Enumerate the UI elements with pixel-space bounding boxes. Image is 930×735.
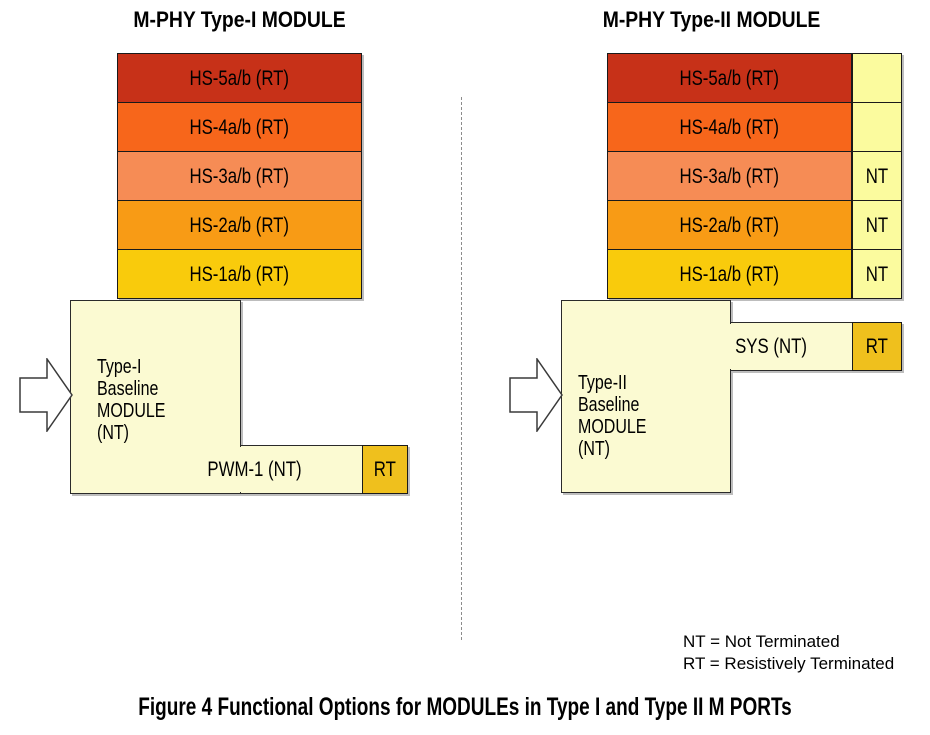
hs-bar: HS-1a/b (RT) [117, 249, 362, 299]
hs-bar-label: HS-3a/b (RT) [189, 164, 290, 188]
nt-box: NT [852, 200, 902, 250]
nt-column-type-ii: NT NT NT [852, 53, 902, 299]
nt-box-label: NT [865, 164, 889, 188]
hs-bar-stack-type-ii: HS-5a/b (RT) HS-4a/b (RT) HS-3a/b (RT) H… [607, 53, 852, 299]
baseline-label-line: (NT) [97, 422, 129, 444]
pwm-1-label: PWM-1 (NT) [207, 458, 302, 481]
nt-box-label: NT [865, 262, 889, 286]
hs-bar-label: HS-5a/b (RT) [189, 66, 290, 90]
hs-bar-stack-type-i: HS-5a/b (RT) HS-4a/b (RT) HS-3a/b (RT) H… [117, 53, 362, 299]
hs-bar: HS-2a/b (RT) [117, 200, 362, 250]
nt-box: NT [852, 249, 902, 299]
legend-line-nt: NT = Not Terminated [683, 632, 840, 651]
hs-bar-label: HS-2a/b (RT) [189, 213, 290, 237]
hs-bar: HS-4a/b (RT) [117, 102, 362, 152]
baseline-module-type-i-label: Type-I Baseline MODULE (NT) [97, 356, 165, 444]
baseline-label-line: Type-I [97, 356, 142, 378]
baseline-label-line: MODULE [578, 416, 647, 438]
title-type-ii-module: M-PHY Type-II MODULE [602, 7, 821, 32]
hs-bar: HS-2a/b (RT) [607, 200, 852, 250]
shape-join-patch [728, 324, 733, 369]
sys-label: SYS (NT) [735, 335, 807, 358]
baseline-module-type-i [70, 300, 241, 494]
nt-box [852, 53, 902, 103]
hs-bar: HS-1a/b (RT) [607, 249, 852, 299]
baseline-label-line: Type-II [578, 372, 627, 394]
nt-box [852, 102, 902, 152]
baseline-label-line: Baseline [97, 378, 159, 400]
rt-box-label: RT [865, 335, 889, 358]
baseline-label-line: MODULE [97, 400, 166, 422]
baseline-label-line: Baseline [578, 394, 640, 416]
hs-bar-label: HS-2a/b (RT) [679, 213, 780, 237]
figure-caption: Figure 4 Functional Options for MODULEs … [138, 693, 792, 721]
input-arrow-icon [19, 358, 73, 432]
hs-bar-label: HS-4a/b (RT) [679, 115, 780, 139]
hs-bar-label: HS-5a/b (RT) [679, 66, 780, 90]
hs-bar: HS-5a/b (RT) [607, 53, 852, 103]
hs-bar-label: HS-1a/b (RT) [189, 262, 290, 286]
nt-box: NT [852, 151, 902, 201]
baseline-module-type-ii-label: Type-II Baseline MODULE (NT) [578, 372, 646, 460]
legend: NT = Not Terminated RT = Resistively Ter… [683, 631, 894, 674]
hs-bar: HS-5a/b (RT) [117, 53, 362, 103]
shape-join-patch [238, 447, 243, 492]
rt-box-type-i: RT [362, 445, 408, 494]
rt-box-label: RT [373, 458, 397, 481]
title-type-i-module: M-PHY Type-I MODULE [133, 7, 346, 32]
baseline-module-type-i-pwm-arm [240, 445, 363, 494]
hs-bar-label: HS-1a/b (RT) [679, 262, 780, 286]
rt-box-type-ii: RT [852, 322, 902, 371]
nt-box-label: NT [865, 213, 889, 237]
divider-dashed-line [461, 97, 462, 640]
input-arrow-icon [509, 358, 563, 432]
baseline-label-line: (NT) [578, 438, 610, 460]
hs-bar: HS-3a/b (RT) [117, 151, 362, 201]
hs-bar-label: HS-3a/b (RT) [679, 164, 780, 188]
baseline-module-type-ii [561, 300, 731, 493]
hs-bar: HS-3a/b (RT) [607, 151, 852, 201]
hs-bar-label: HS-4a/b (RT) [189, 115, 290, 139]
hs-bar: HS-4a/b (RT) [607, 102, 852, 152]
legend-line-rt: RT = Resistively Terminated [683, 653, 895, 673]
